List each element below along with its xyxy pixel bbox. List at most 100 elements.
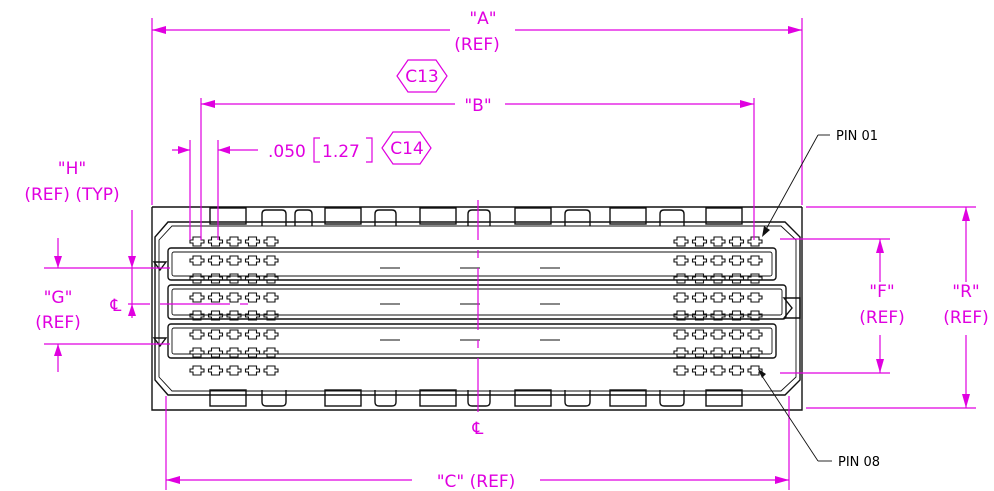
contact-pin xyxy=(226,310,242,321)
contact-pin xyxy=(226,236,242,247)
contact-pin xyxy=(207,365,224,376)
dimension-r-ref: (REF) xyxy=(943,308,989,328)
contact-pin xyxy=(189,273,205,284)
pin-01-leader: PIN 01 xyxy=(762,129,878,237)
contact-pin xyxy=(691,365,708,376)
contact-pin xyxy=(189,310,205,321)
contact-pin xyxy=(710,310,726,321)
contact-pin xyxy=(263,292,279,303)
centerline-vertical: ℄ xyxy=(472,200,484,439)
contact-pin xyxy=(747,292,763,303)
pitch-inch-label: .050 xyxy=(268,142,306,162)
contact-pin xyxy=(710,273,726,284)
contact-pin xyxy=(673,365,689,376)
contact-pin xyxy=(691,236,708,247)
dimension-g-ref: (REF) xyxy=(35,313,81,333)
contact-pin xyxy=(263,310,279,321)
dimension-a: "A" (REF) xyxy=(151,9,803,205)
dimension-pitch: .050 1.27 xyxy=(172,137,373,240)
contact-pin xyxy=(263,236,279,247)
contact-pin xyxy=(226,365,242,376)
contact-pin xyxy=(189,255,205,266)
dimension-a-ref: (REF) xyxy=(454,35,500,55)
contact-pin xyxy=(226,292,242,303)
contact-pin xyxy=(189,329,205,340)
contact-pin xyxy=(207,292,224,303)
contact-pin xyxy=(673,273,689,284)
contact-pin xyxy=(189,236,205,247)
contact-pin xyxy=(207,329,224,340)
connector-body xyxy=(151,206,803,411)
contact-pin xyxy=(710,292,726,303)
contact-pin xyxy=(747,236,763,247)
contact-pin xyxy=(710,347,726,358)
contact-pin xyxy=(747,273,763,284)
contact-pin xyxy=(728,273,745,284)
centerline-horizontal: ℄ xyxy=(110,296,248,316)
contact-pin xyxy=(207,236,224,247)
contact-pin xyxy=(244,255,261,266)
wafer-slots xyxy=(167,247,787,359)
pin-01-label: PIN 01 xyxy=(836,129,878,144)
dimension-f-label: "F" xyxy=(869,282,894,302)
contact-pin xyxy=(673,347,689,358)
top-tabs xyxy=(209,207,743,226)
contact-pin xyxy=(244,365,261,376)
contact-pin xyxy=(691,310,708,321)
contact-pin xyxy=(673,236,689,247)
contact-pin xyxy=(263,347,279,358)
contact-pin xyxy=(189,365,205,376)
contact-pin xyxy=(710,365,726,376)
contact-pin xyxy=(728,292,745,303)
contact-pin xyxy=(207,273,224,284)
dimension-g: "G" (REF) xyxy=(35,238,170,372)
contact-pin xyxy=(747,365,763,376)
contact-pin xyxy=(728,255,745,266)
contact-pin xyxy=(691,292,708,303)
contact-pin xyxy=(673,292,689,303)
dimension-r-label: "R" xyxy=(952,282,979,302)
dimension-h: "H" (REF) (TYP) xyxy=(24,159,136,318)
contact-pin xyxy=(263,329,279,340)
dimension-h-label: "H" xyxy=(58,159,86,179)
callout-c13-label: C13 xyxy=(405,67,439,87)
contact-pin xyxy=(691,347,708,358)
callout-c14-label: C14 xyxy=(390,139,424,159)
dimension-g-label: "G" xyxy=(44,288,73,308)
contact-pin xyxy=(691,255,708,266)
contact-pin xyxy=(244,273,261,284)
contact-pin xyxy=(207,310,224,321)
contact-pin xyxy=(244,292,261,303)
contact-pin xyxy=(207,347,224,358)
contact-pin xyxy=(691,329,708,340)
contact-pin xyxy=(226,329,242,340)
callout-c13: C13 xyxy=(396,59,448,93)
contact-pin xyxy=(189,292,205,303)
dimension-f: "F" (REF) xyxy=(780,238,905,374)
dimension-h-ref: (REF) (TYP) xyxy=(24,185,119,205)
dimension-r: "R" (REF) xyxy=(806,206,989,409)
contact-pin xyxy=(263,365,279,376)
pin-08-leader: PIN 08 xyxy=(758,369,880,470)
contact-pin xyxy=(263,255,279,266)
contact-pin xyxy=(244,310,261,321)
centerline-symbol-bottom: ℄ xyxy=(472,419,484,439)
dimension-c-label: "C" (REF) xyxy=(437,472,516,491)
contact-pin xyxy=(728,329,745,340)
contact-pin xyxy=(691,273,708,284)
contact-pin xyxy=(747,255,763,266)
contact-pin xyxy=(728,365,745,376)
contact-pin xyxy=(244,236,261,247)
contact-pins-right xyxy=(673,236,763,376)
contact-pin xyxy=(710,236,726,247)
contact-pin xyxy=(244,347,261,358)
contact-pin xyxy=(244,329,261,340)
dimension-b: "B" xyxy=(200,96,755,240)
dimension-c: "C" (REF) xyxy=(165,396,790,491)
contact-pin xyxy=(263,273,279,284)
contact-pin xyxy=(728,347,745,358)
contact-pin xyxy=(747,310,763,321)
contact-pin xyxy=(673,255,689,266)
dimension-f-ref: (REF) xyxy=(859,308,905,328)
pitch-mm-label: 1.27 xyxy=(322,142,360,162)
